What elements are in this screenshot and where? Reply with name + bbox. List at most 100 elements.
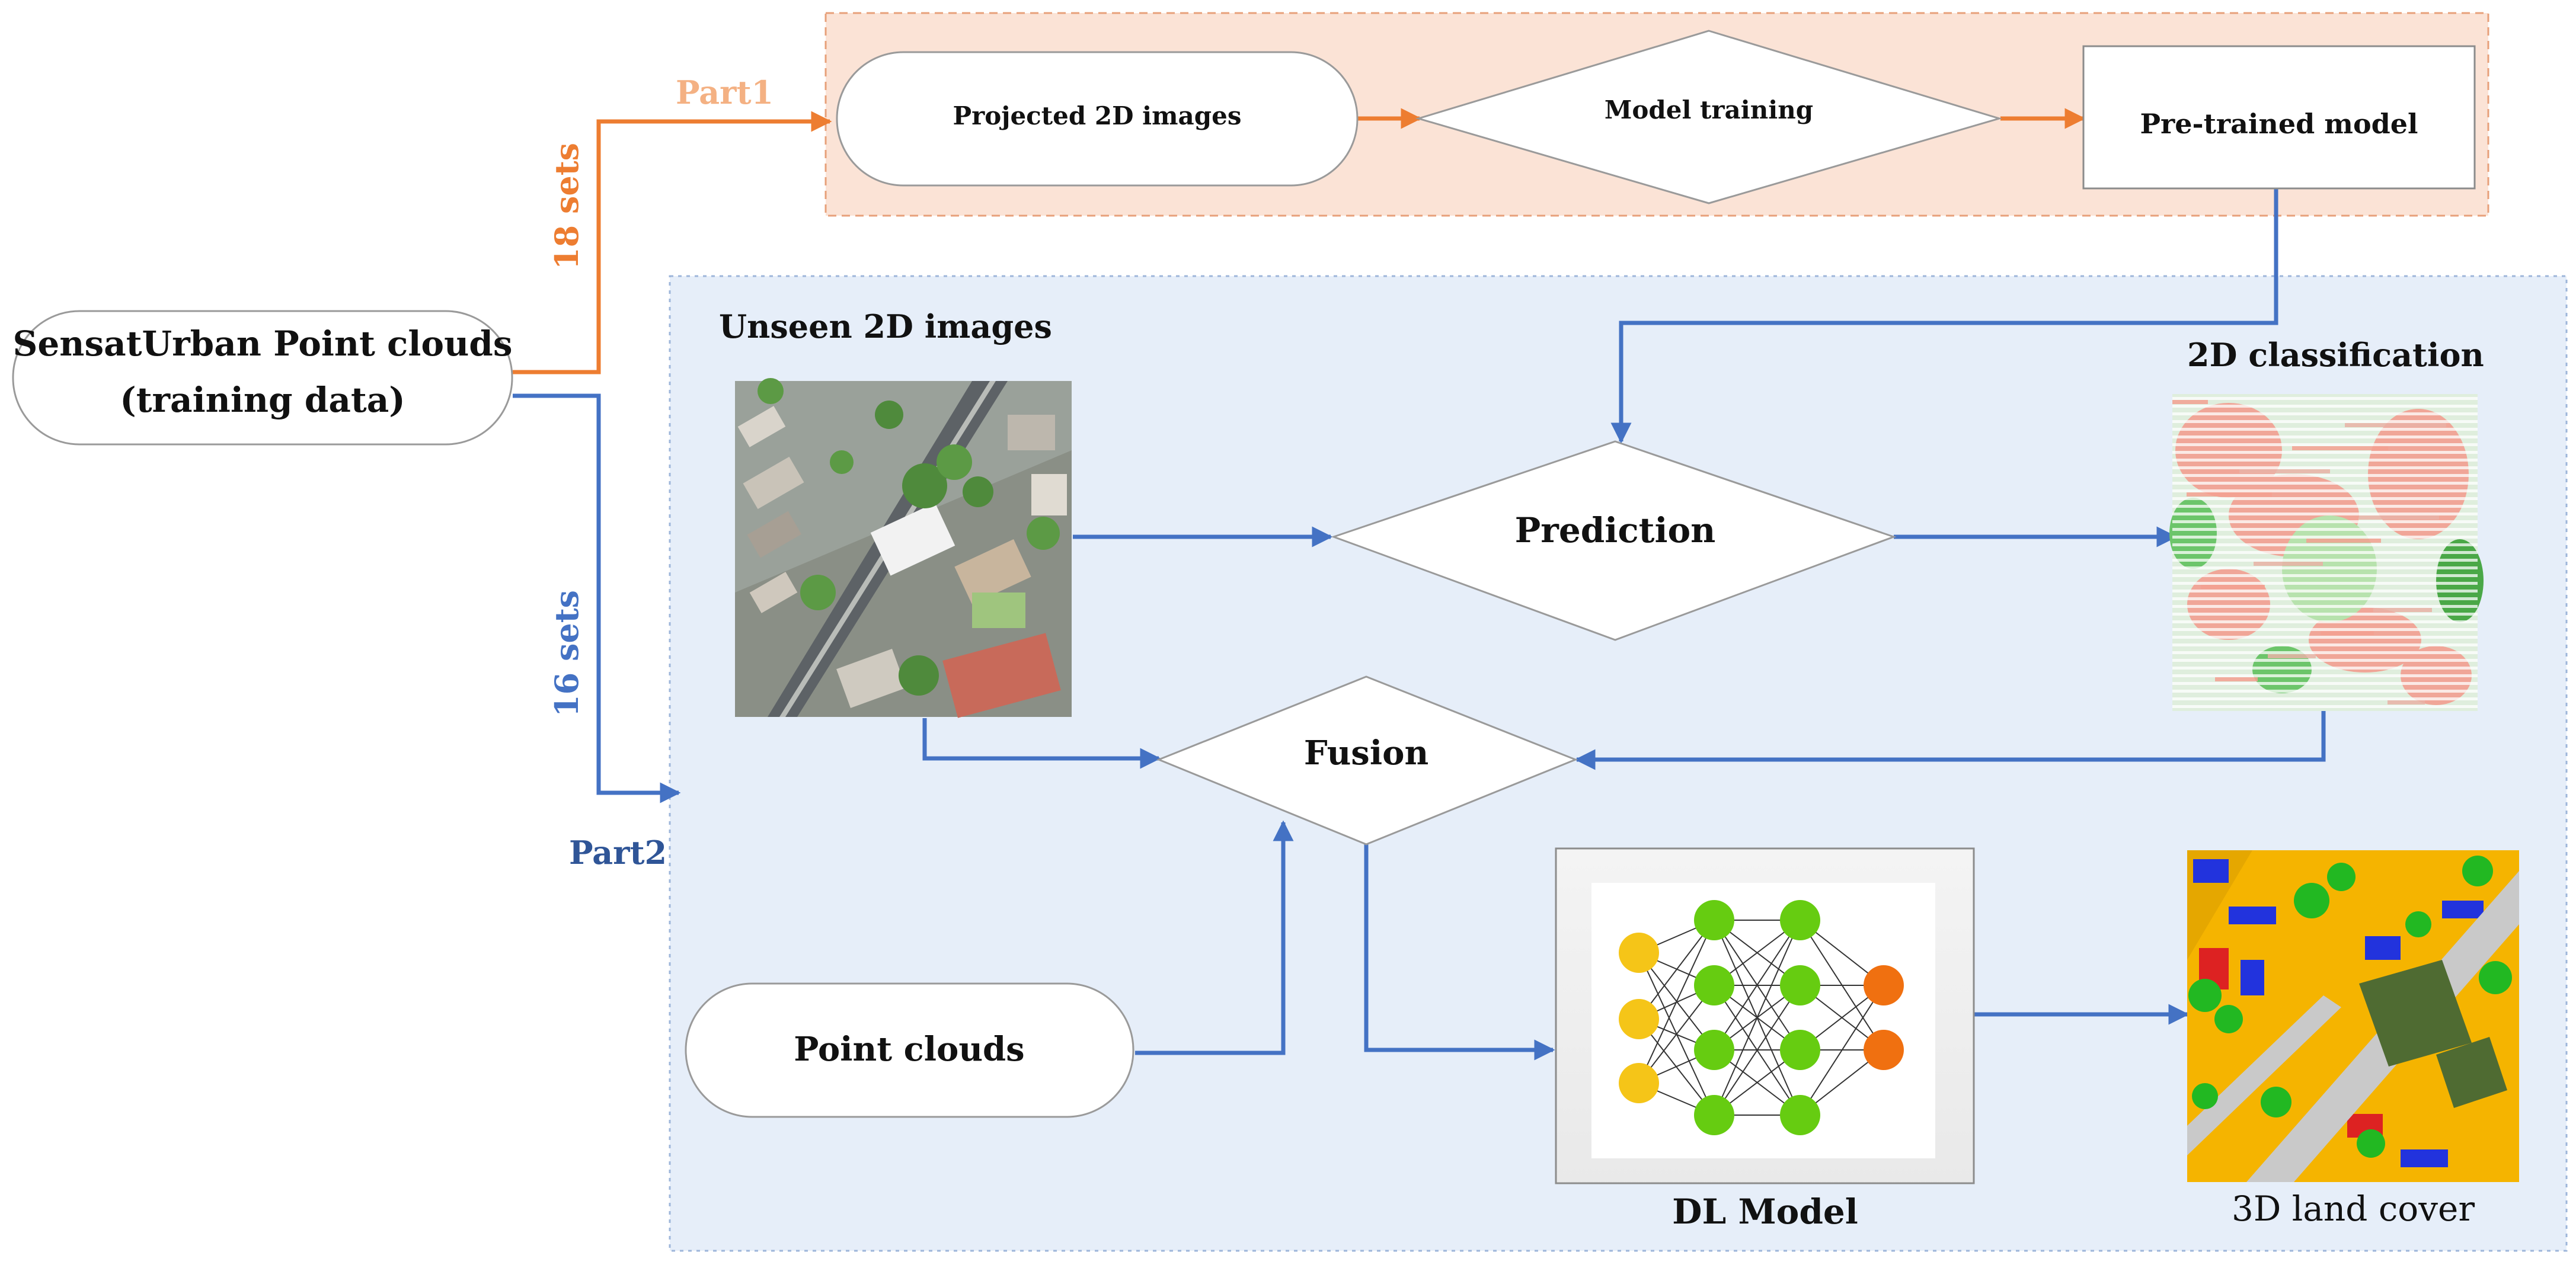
nn-node <box>1694 1030 1734 1070</box>
scanline <box>2172 466 2478 469</box>
scanline <box>2172 559 2478 562</box>
class-segment <box>2268 654 2316 658</box>
scanline <box>2172 420 2478 423</box>
nn-node <box>1619 999 1659 1039</box>
class-segment <box>2172 400 2208 404</box>
nn-node <box>1864 1030 1904 1070</box>
arrow-pointclouds-to-fusion <box>1135 820 1294 1055</box>
arrow-pretrained-to-prediction <box>1610 188 2278 444</box>
nn-node <box>1619 933 1659 973</box>
class-segment <box>2345 423 2446 427</box>
nn-node <box>1864 965 1904 1005</box>
arrow-fusion-to-dl <box>1364 844 1555 1061</box>
scanline <box>2172 682 2478 685</box>
prediction-label: Prediction <box>1515 510 1716 550</box>
pretrained-model-node <box>2082 45 2476 190</box>
scanline <box>2172 590 2478 593</box>
scanline <box>2172 597 2478 600</box>
projected-images-label: Projected 2D images <box>953 101 1242 130</box>
nn-edge <box>1714 985 1801 1116</box>
class-segment <box>2187 492 2272 497</box>
nn-edge <box>1638 920 1715 1020</box>
fusion-node <box>1156 675 1578 846</box>
arrow-image-to-fusion <box>922 718 1161 769</box>
nn-node <box>1780 965 1820 1005</box>
scanline <box>2172 505 2478 508</box>
model-training-node <box>1415 30 2003 204</box>
nn-edge <box>1714 920 1801 1116</box>
scanline <box>2172 574 2478 577</box>
scanline <box>2172 536 2478 539</box>
prediction-node <box>1331 440 1897 641</box>
class-segment <box>2292 446 2388 450</box>
sets-16-label: 16 sets <box>548 590 586 717</box>
class-segment <box>2359 515 2439 520</box>
part2-label: Part2 <box>569 834 667 872</box>
dl-model-label: DL Model <box>1672 1192 1858 1232</box>
scanline <box>2172 690 2478 693</box>
class-segment <box>2373 608 2432 612</box>
scanline <box>2172 520 2478 523</box>
scanline <box>2172 667 2478 670</box>
scanline <box>2172 435 2478 438</box>
scanline <box>2172 513 2478 515</box>
nn-edge <box>1638 985 1715 1084</box>
neural-network-icon <box>1555 847 1975 1184</box>
class-segment <box>2388 700 2425 704</box>
nn-node <box>1780 900 1820 940</box>
projected-images-node <box>836 51 1359 187</box>
scanline <box>2172 613 2478 616</box>
scanline <box>2172 636 2478 639</box>
scanline <box>2172 651 2478 654</box>
scanline <box>2172 705 2478 708</box>
scanline <box>2172 412 2478 415</box>
scanline-stripes <box>2172 397 2478 708</box>
scanline <box>2172 582 2478 585</box>
nn-node <box>1694 1095 1734 1135</box>
scanline <box>2172 643 2478 646</box>
fusion-label: Fusion <box>1304 734 1428 773</box>
scanline <box>2172 497 2478 500</box>
class-segment <box>2254 562 2323 566</box>
class-segment <box>2306 539 2381 543</box>
nn-node <box>1619 1063 1659 1103</box>
arrow-classification-to-fusion <box>1574 711 2326 770</box>
scanline <box>2172 474 2478 477</box>
part1-label: Part1 <box>676 73 774 111</box>
nn-edge <box>1638 920 1715 1084</box>
class-segment <box>2321 631 2374 635</box>
class-segment <box>2215 677 2258 681</box>
point-clouds-label: Point clouds <box>794 1030 1024 1069</box>
land-cover-label: 3D land cover <box>2232 1189 2475 1229</box>
scanline <box>2172 451 2478 454</box>
scanline <box>2172 605 2478 608</box>
scanline <box>2172 543 2478 546</box>
scanline <box>2172 528 2478 531</box>
scanline <box>2172 405 2478 408</box>
source-node <box>12 310 513 446</box>
nn-node <box>1780 1095 1820 1135</box>
classification-map-icon <box>2169 394 2484 711</box>
aerial-image-icon <box>735 378 1072 718</box>
unseen-images-label: Unseen 2D images <box>719 308 1052 345</box>
point-clouds-node <box>685 982 1134 1118</box>
arrow-source-to-projected <box>513 111 832 374</box>
source-title: SensatUrban Point clouds <box>13 324 513 364</box>
model-training-label: Model training <box>1605 95 1813 124</box>
arrow-source-to-part2 <box>513 393 681 803</box>
scanline <box>2172 443 2478 446</box>
class-segment <box>2239 469 2330 473</box>
sets-18-label: 18 sets <box>548 143 586 270</box>
scanline <box>2172 628 2478 631</box>
scanline <box>2172 397 2478 400</box>
pretrained-model-label: Pre-trained model <box>2140 108 2418 140</box>
scanline <box>2172 489 2478 492</box>
nn-node <box>1694 900 1734 940</box>
scanline <box>2172 620 2478 623</box>
scanline <box>2172 674 2478 677</box>
connectors <box>513 108 2326 1061</box>
scanline <box>2172 482 2478 485</box>
nn-node <box>1694 965 1734 1005</box>
nn-edge <box>1714 920 1801 1051</box>
